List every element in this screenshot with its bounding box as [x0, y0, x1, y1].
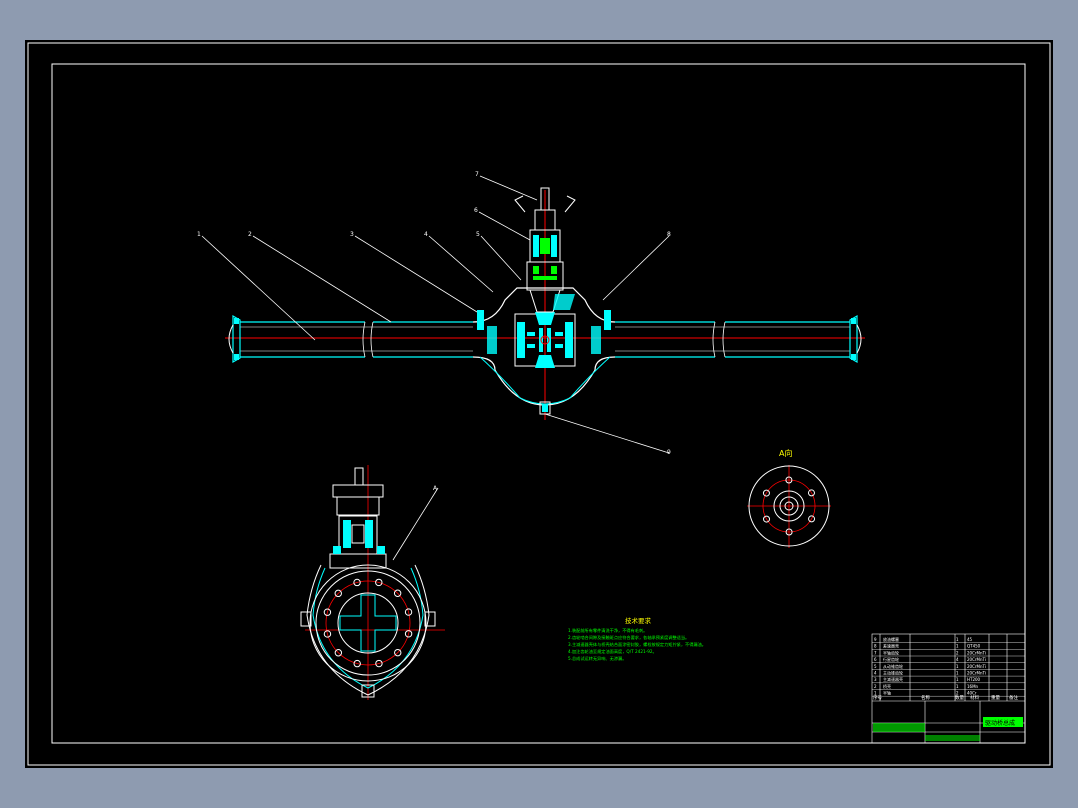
tb-cell: 从动锥齿轮 [883, 663, 903, 669]
section-label: A [433, 485, 438, 492]
a-view-flange: A向 [747, 448, 831, 548]
tb-cell: 2 [956, 650, 959, 655]
technical-notes: 技术要求 1.装配前所有零件清洗干净，不得有毛刺。 2.齿轮啮合间隙及接触斑点应… [568, 616, 706, 662]
tb-cell: 40Cr [967, 691, 977, 696]
bolt-hole [785, 476, 793, 484]
bolt-hole [785, 528, 793, 536]
front-view-axle [225, 187, 865, 420]
bolt-hole [334, 589, 342, 598]
bolt-hole [393, 589, 402, 597]
tb-cell: 8 [874, 644, 877, 649]
tb-header: 材料 [970, 694, 979, 701]
tb-cell: 3 [874, 677, 877, 682]
tb-cell: 4 [956, 657, 959, 662]
tb-cell: 差速器壳 [883, 643, 899, 649]
bolt-hole [808, 515, 816, 523]
tb-cell: 1 [956, 637, 959, 642]
tb-header: 名称 [921, 694, 930, 701]
part-number-label: 4 [424, 231, 428, 238]
signature-field [873, 723, 925, 732]
bolt-hole [375, 659, 383, 668]
tb-cell: 5 [874, 664, 877, 669]
bolt-hole [334, 649, 343, 657]
tb-cell: 4 [874, 671, 877, 676]
outer-frame [27, 42, 1051, 766]
part-number-label: 6 [474, 207, 478, 214]
tb-cell: 半轴 [883, 690, 891, 696]
tb-cell: 放油螺塞 [883, 636, 899, 642]
tb-cell: 1 [874, 691, 877, 696]
note-line: 1.装配前所有零件清洗干净，不得有毛刺。 [568, 627, 647, 634]
part-number-label: 8 [667, 231, 671, 238]
part-number-label: 3 [350, 231, 354, 238]
tb-cell: 主减速器壳 [883, 676, 903, 682]
scale-field [925, 735, 980, 741]
tb-header: 备注 [1009, 694, 1018, 701]
bolt-hole [404, 608, 413, 616]
tb-cell: 6 [874, 657, 877, 662]
tb-header: 重量 [991, 694, 1000, 701]
title-block [871, 633, 1026, 744]
tb-cell: 1 [956, 684, 959, 689]
tb-cell: 1 [956, 671, 959, 676]
tb-cell: 桥壳 [883, 683, 891, 689]
view-label: A向 [779, 448, 792, 458]
note-line: 4.加注齿轮油至规定油面高度，Q/T 2421-92。 [568, 648, 657, 655]
drawing-name: 驱动桥总成 [985, 719, 1015, 727]
bolt-hole [353, 578, 361, 587]
a-view-bolt-circle [762, 476, 816, 536]
inner-frame [51, 63, 1026, 744]
note-line: 5.总成试运转无异响、无渗漏。 [568, 655, 626, 662]
tb-cell: 16Mn [967, 684, 979, 689]
part-number-label: 5 [476, 231, 480, 238]
tb-cell: 2 [874, 684, 877, 689]
tb-cell: 1 [956, 677, 959, 682]
tb-cell: 45 [967, 637, 973, 642]
side-view-housing [300, 465, 445, 700]
tb-header: 序号 [873, 694, 882, 701]
tb-cell: 1 [956, 644, 959, 649]
tb-cell: QT450 [967, 644, 981, 649]
tb-cell: 20CrMnTi [967, 671, 986, 676]
tb-cell: 2 [956, 691, 959, 696]
part-number-label: 7 [475, 171, 479, 178]
part-number-label: 2 [248, 231, 252, 238]
tb-cell: 9 [874, 637, 877, 642]
bolt-hole [394, 648, 402, 657]
tb-cell: HT200 [967, 677, 981, 682]
tb-cell: 行星齿轮 [883, 656, 899, 662]
drawing-name-field [983, 717, 1023, 727]
tb-cell: 20CrMnTi [967, 650, 986, 655]
part-number-label: 1 [197, 231, 201, 238]
bolt-hole [353, 659, 361, 668]
bolt-hole [323, 630, 332, 638]
bolt-hole [323, 608, 332, 616]
note-line: 2.齿轮啮合间隙及接触斑点应符合要求，各轴承预紧度调整适当。 [568, 634, 689, 641]
bolt-hole [404, 630, 413, 638]
tb-cell: 20CrMnTi [967, 664, 986, 669]
tb-cell: 7 [874, 650, 877, 655]
side-view-bolt-circle [323, 578, 413, 668]
tb-cell: 半轴齿轮 [883, 649, 899, 655]
bolt-hole [807, 489, 815, 497]
note-line: 3.主减速器壳体与桥壳结合面涂密封胶，螺栓按规定力矩拧紧，不得漏油。 [568, 641, 706, 648]
part-number-label: 9 [667, 449, 671, 456]
tb-cell: 1 [956, 664, 959, 669]
tb-cell: 20CrMnTi [967, 657, 986, 662]
notes-title: 技术要求 [625, 616, 652, 625]
tb-cell: 主动锥齿轮 [883, 670, 903, 676]
bolt-hole [762, 489, 770, 497]
bolt-hole [763, 515, 771, 523]
bolt-hole [375, 578, 383, 587]
drawing-canvas[interactable]: 1 2 3 4 5 6 7 8 9 A [25, 40, 1053, 768]
cad-drawing-viewport[interactable]: 1 2 3 4 5 6 7 8 9 A [25, 40, 1053, 768]
leader-lines [201, 175, 670, 561]
tb-header: 数量 [955, 694, 964, 701]
